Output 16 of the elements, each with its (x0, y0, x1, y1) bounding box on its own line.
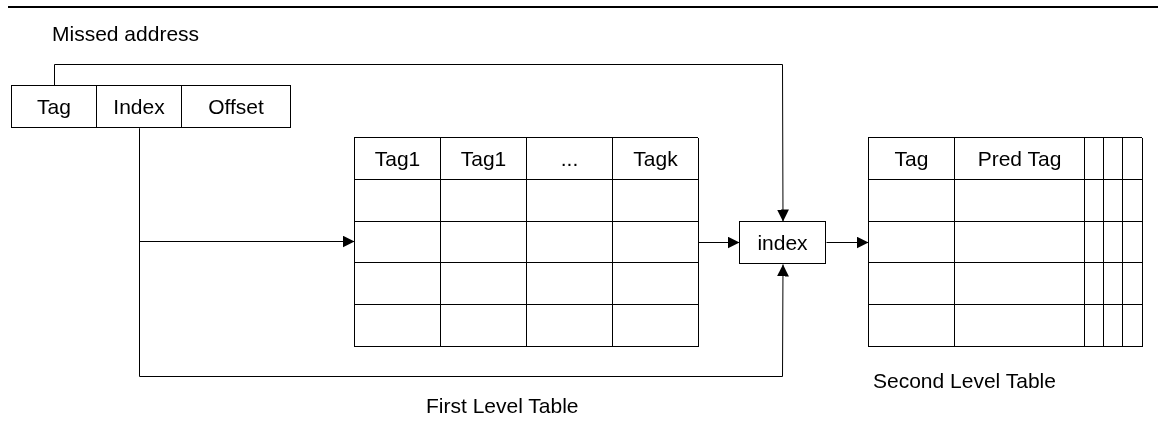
index-box: index (739, 221, 826, 264)
address-field: Offset (181, 85, 291, 128)
table-caption: First Level Table (426, 395, 579, 416)
address-field: Index (96, 85, 182, 128)
column-header: Tagk (613, 138, 699, 180)
arrow (698, 236, 740, 249)
address-heading: Missed address (52, 23, 200, 44)
address-field: Tag (11, 85, 97, 128)
column-header: Tag1 (441, 138, 527, 180)
table-caption: Second Level Table (873, 370, 1056, 391)
column-header: Pred Tag (955, 138, 1085, 180)
arrow (54, 64, 789, 222)
column-header: Tag1 (355, 138, 441, 180)
arrow (826, 236, 869, 249)
column-header: ... (527, 138, 613, 180)
column-header: Tag (869, 138, 955, 180)
